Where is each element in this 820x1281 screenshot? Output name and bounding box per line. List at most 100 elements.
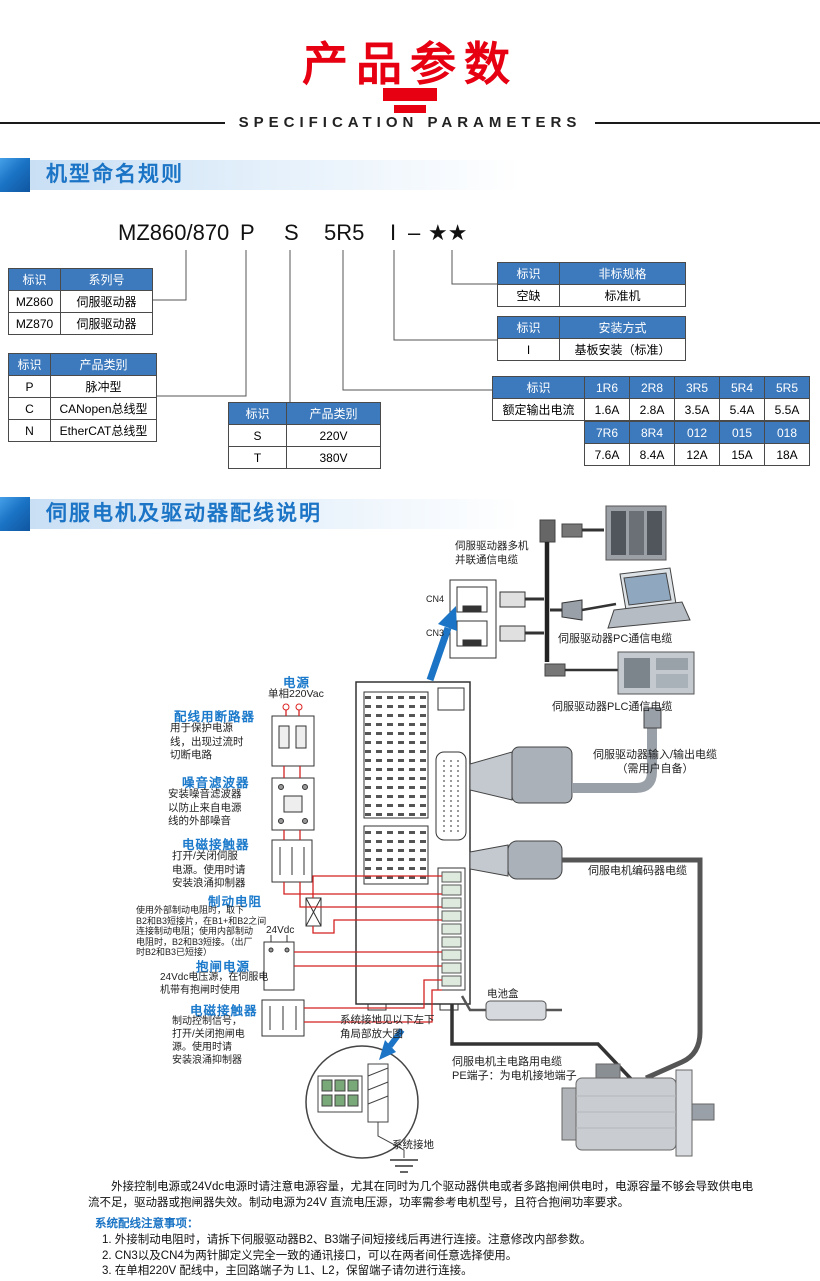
label-motor-cable: 伺服电机主电路用电缆 PE端子：为电机接地端子 [452, 1056, 577, 1083]
table-header-cell: 标识 [228, 402, 287, 425]
table-cell: 220V [286, 424, 381, 447]
label-encoder-cable: 伺服电机编码器电缆 [588, 865, 687, 877]
section-title-naming: 机型命名规则 [46, 163, 184, 186]
table-header-cell: 8R4 [629, 421, 675, 444]
comm-cable-vertical-icon [539, 519, 556, 662]
table-cell: 2.8A [629, 398, 675, 421]
pc-cable-icon [550, 599, 617, 621]
table-row: N EtherCAT总线型 [8, 419, 157, 442]
table-header-cell: 018 [764, 421, 810, 444]
table-header-cell: 标识 [497, 316, 560, 339]
label-contactor2-title: 电磁接触器 [190, 1004, 258, 1018]
title-accent-marks [0, 88, 820, 113]
table-cell: 额定输出电流 [492, 398, 585, 421]
table-cell: 12A [674, 443, 720, 466]
section-header-wiring: 伺服电机及驱动器配线说明 [0, 497, 820, 531]
page-title: 产品参数 [302, 38, 518, 90]
model-s: S [284, 220, 299, 245]
table-voltage: 标识 产品类别 S 220V T 380V [228, 402, 381, 469]
label-contactor1-desc: 打开/关闭伺服 电源。使用时请 安装浪涌抑制器 [172, 850, 246, 890]
table-row: 空缺 标准机 [497, 284, 686, 307]
table-cell: CANopen总线型 [50, 397, 157, 420]
table-row: 7.6A 8.4A 12A 15A 18A [584, 443, 810, 466]
section-square-icon [0, 158, 30, 192]
table-nonstandard: 标识 非标规格 空缺 标准机 [497, 262, 686, 307]
battery-box-icon [460, 995, 562, 1021]
label-filter-desc: 安装噪音滤波器 以防止来自电源 线的外部噪音 [168, 788, 242, 828]
power-plug-icon [282, 703, 303, 711]
table-header-cell: 2R8 [629, 376, 675, 399]
table-cell: 基板安装（标准） [559, 338, 686, 361]
table-cell: T [228, 446, 287, 469]
servo-drive-icon [355, 681, 471, 1011]
label-breaker-title: 配线用断路器 [174, 710, 256, 724]
servo-motor-icon [561, 1063, 715, 1157]
table-cell: 5.5A [764, 398, 810, 421]
notes-item-2: 2. CN3以及CN4为两针脚定义完全一致的通讯接口，可以在两者间任意选择使用。 [102, 1250, 518, 1262]
table-row: MZ870 伺服驱动器 [8, 312, 153, 335]
label-cn4: CN4 [426, 594, 445, 604]
table-header-cell: 1R6 [584, 376, 630, 399]
model-stars: ★★ [428, 220, 468, 245]
table-header-cell: 非标规格 [559, 262, 686, 285]
section-gradient-bar [30, 499, 820, 529]
notes-item-1: 1. 外接制动电阻时，请拆下伺服驱动器B2、B3端子间短接线后再进行连接。注意修… [102, 1234, 592, 1246]
table-row: MZ860 伺服驱动器 [8, 290, 153, 313]
table-cell: 1.6A [584, 398, 630, 421]
table-cell: EtherCAT总线型 [50, 419, 157, 442]
red-block-small [394, 105, 426, 113]
label-io-cable: 伺服驱动器输入/输出电缆 （需用户自备） [592, 749, 718, 776]
table-product-type: 标识 产品类别 P 脉冲型 C CANopen总线型 N EtherCAT总线型 [8, 353, 157, 442]
label-cn3: CN3 [426, 628, 445, 638]
table-rated-current-2: 7R6 8R4 012 015 018 7.6A 8.4A 12A 15A 18… [584, 421, 810, 466]
table-cell: C [8, 397, 51, 420]
page-subtitle: SPECIFICATION PARAMETERS [238, 114, 582, 131]
table-header-cell: 标识 [8, 268, 61, 291]
table-header-cell: 012 [674, 421, 720, 444]
table-header-cell: 系列号 [60, 268, 153, 291]
label-system-ground: 系统接地 [392, 1139, 434, 1151]
red-block-large [383, 88, 437, 101]
table-cell: 5.4A [719, 398, 765, 421]
table-row: T 380V [228, 446, 381, 469]
plc-module-icon [617, 651, 695, 695]
label-power-sub: 单相220Vac [268, 688, 324, 700]
label-contactor1-title: 电磁接触器 [182, 838, 250, 852]
table-cell: 15A [719, 443, 765, 466]
table-cell: 伺服驱动器 [60, 312, 153, 335]
naming-connector-lines [153, 250, 497, 402]
label-power-title: 电源 [283, 676, 311, 690]
cn-ports-icon [449, 579, 497, 659]
table-cell: 空缺 [497, 284, 560, 307]
io-connector-icon [469, 707, 662, 804]
motor-power-cable [450, 1004, 634, 1082]
section-square-icon [0, 497, 30, 531]
ground-symbol-icon [390, 1159, 418, 1173]
notes-heading: 系统配线注意事项： [95, 1218, 199, 1230]
subtitle-line-left [0, 121, 225, 124]
model-p: P [240, 220, 255, 245]
label-brake-resistor-title: 制动电阻 [208, 895, 263, 909]
table-header-cell: 5R5 [764, 376, 810, 399]
arrow-to-ground-icon [379, 1028, 405, 1060]
table-header-cell: 7R6 [584, 421, 630, 444]
ground-zoom-detail [305, 1045, 419, 1159]
table-cell: N [8, 419, 51, 442]
model-dash: – [408, 220, 421, 245]
brake-power-icon [263, 935, 295, 991]
table-row: I 基板安装（标准） [497, 338, 686, 361]
table-header-cell: 015 [719, 421, 765, 444]
table-header-cell: 标识 [492, 376, 585, 399]
section-header-naming: 机型命名规则 [0, 158, 820, 192]
table-cell: 380V [286, 446, 381, 469]
contactor-icon [271, 839, 313, 883]
table-cell: MZ860 [8, 290, 61, 313]
table-row: S 220V [228, 424, 381, 447]
label-brake-power-title: 抱闸电源 [196, 960, 251, 974]
table-rated-current: 标识 1R6 2R8 3R5 5R4 5R5 额定输出电流 1.6A 2.8A … [492, 376, 810, 421]
table-cell: P [8, 375, 51, 398]
table-cell: 标准机 [559, 284, 686, 307]
brake-resistor-icon [305, 897, 322, 927]
